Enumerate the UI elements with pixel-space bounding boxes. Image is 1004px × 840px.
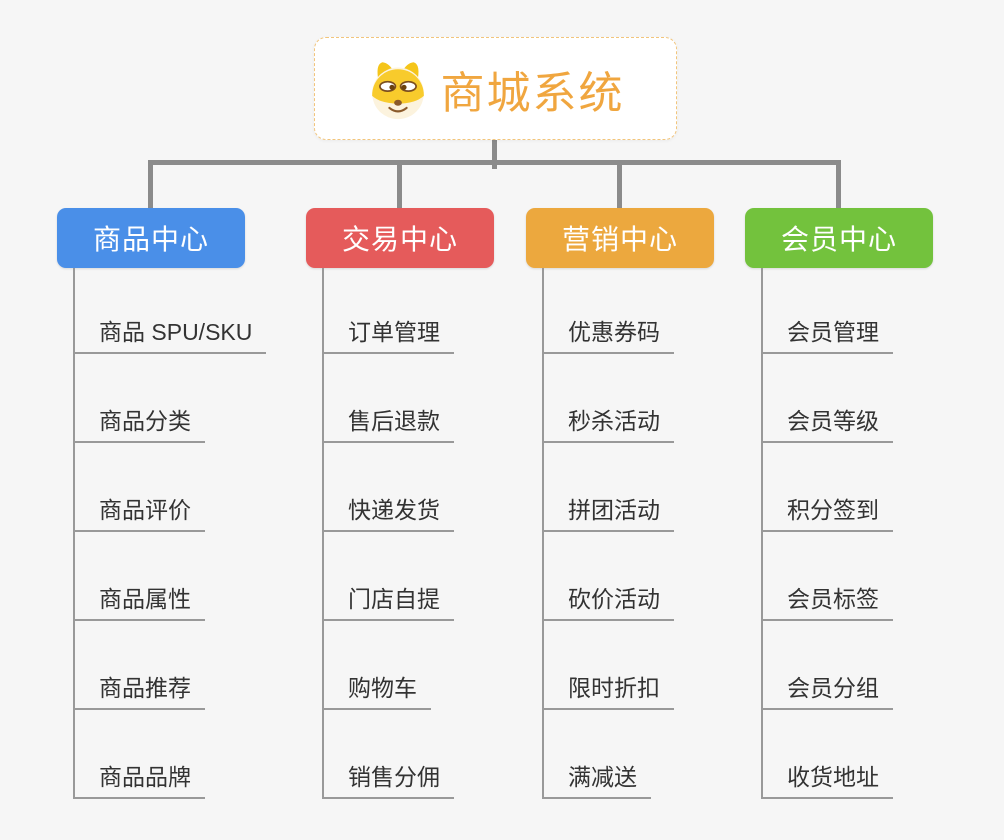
leaf-label: 收货地址 (787, 764, 879, 790)
leaf-label: 商品推荐 (99, 675, 191, 701)
leaf-label: 商品 SPU/SKU (99, 319, 253, 345)
leaf-node[interactable]: 快递发货 (322, 484, 454, 532)
leaf-node[interactable]: 商品品牌 (73, 751, 205, 799)
leaf-label: 商品属性 (99, 586, 191, 612)
leaf-node[interactable]: 收货地址 (761, 751, 893, 799)
branch-child-line (761, 268, 763, 799)
leaf-label: 积分签到 (787, 497, 879, 523)
leaf-label: 商品评价 (99, 497, 191, 523)
leaf-node[interactable]: 商品评价 (73, 484, 205, 532)
leaf-node[interactable]: 秒杀活动 (542, 395, 674, 443)
leaf-node[interactable]: 会员分组 (761, 662, 893, 710)
leaf-label: 秒杀活动 (568, 408, 660, 434)
branch-drop-line (617, 160, 622, 210)
leaf-node[interactable]: 会员等级 (761, 395, 893, 443)
branch-node[interactable]: 商品中心 (57, 208, 245, 268)
leaf-label: 会员管理 (787, 319, 879, 345)
leaf-label: 商品品牌 (99, 764, 191, 790)
leaf-label: 商品分类 (99, 408, 191, 434)
leaf-label: 会员分组 (787, 675, 879, 701)
trunk-horizontal-line (148, 160, 841, 165)
leaf-node[interactable]: 商品属性 (73, 573, 205, 621)
branch-product-center: 商品中心 商品 SPU/SKU 商品分类 商品评价 商品属性 商品推荐 商品品牌 (57, 208, 267, 799)
leaf-label: 购物车 (348, 675, 417, 701)
leaf-label: 会员等级 (787, 408, 879, 434)
leaf-node[interactable]: 拼团活动 (542, 484, 674, 532)
leaf-label: 快递发货 (348, 497, 440, 523)
leaf-node[interactable]: 门店自提 (322, 573, 454, 621)
leaf-node[interactable]: 限时折扣 (542, 662, 674, 710)
leaf-label: 优惠券码 (568, 319, 660, 345)
leaf-node[interactable]: 售后退款 (322, 395, 454, 443)
leaf-node[interactable]: 优惠券码 (542, 306, 674, 354)
branch-child-line (542, 268, 544, 799)
leaf-node[interactable]: 满减送 (542, 751, 651, 799)
root-title: 商城系统 (440, 68, 625, 118)
leaf-label: 售后退款 (348, 408, 440, 434)
branch-member-center: 会员中心 会员管理 会员等级 积分签到 会员标签 会员分组 收货地址 (745, 208, 933, 799)
leaf-node[interactable]: 销售分佣 (322, 751, 454, 799)
leaf-label: 满减送 (568, 764, 637, 790)
leaf-node[interactable]: 砍价活动 (542, 573, 674, 621)
branch-child-line (73, 268, 75, 799)
branch-node[interactable]: 会员中心 (745, 208, 933, 268)
branch-node[interactable]: 营销中心 (526, 208, 714, 268)
leaf-label: 门店自提 (348, 586, 440, 612)
leaf-label: 订单管理 (348, 319, 440, 345)
leaf-label: 砍价活动 (568, 586, 660, 612)
leaf-node[interactable]: 商品推荐 (73, 662, 205, 710)
branch-drop-line (148, 160, 153, 210)
leaf-label: 会员标签 (787, 586, 879, 612)
leaf-node[interactable]: 购物车 (322, 662, 431, 710)
leaf-label: 销售分佣 (348, 764, 440, 790)
leaf-node[interactable]: 商品分类 (73, 395, 205, 443)
branch-child-line (322, 268, 324, 799)
root-node[interactable]: 商城系统 (314, 37, 677, 140)
branch-node[interactable]: 交易中心 (306, 208, 494, 268)
leaf-label: 拼团活动 (568, 497, 660, 523)
leaf-node[interactable]: 会员管理 (761, 306, 893, 354)
branch-drop-line (836, 160, 841, 210)
leaf-node[interactable]: 积分签到 (761, 484, 893, 532)
branch-marketing-center: 营销中心 优惠券码 秒杀活动 拼团活动 砍价活动 限时折扣 满减送 (526, 208, 714, 799)
leaf-node[interactable]: 商品 SPU/SKU (73, 306, 267, 354)
leaf-label: 限时折扣 (568, 675, 660, 701)
branch-trade-center: 交易中心 订单管理 售后退款 快递发货 门店自提 购物车 销售分佣 (306, 208, 494, 799)
branch-drop-line (397, 160, 402, 210)
leaf-node[interactable]: 会员标签 (761, 573, 893, 621)
leaf-node[interactable]: 订单管理 (322, 306, 454, 354)
doge-icon (367, 57, 429, 121)
root-connector-line (492, 139, 497, 169)
